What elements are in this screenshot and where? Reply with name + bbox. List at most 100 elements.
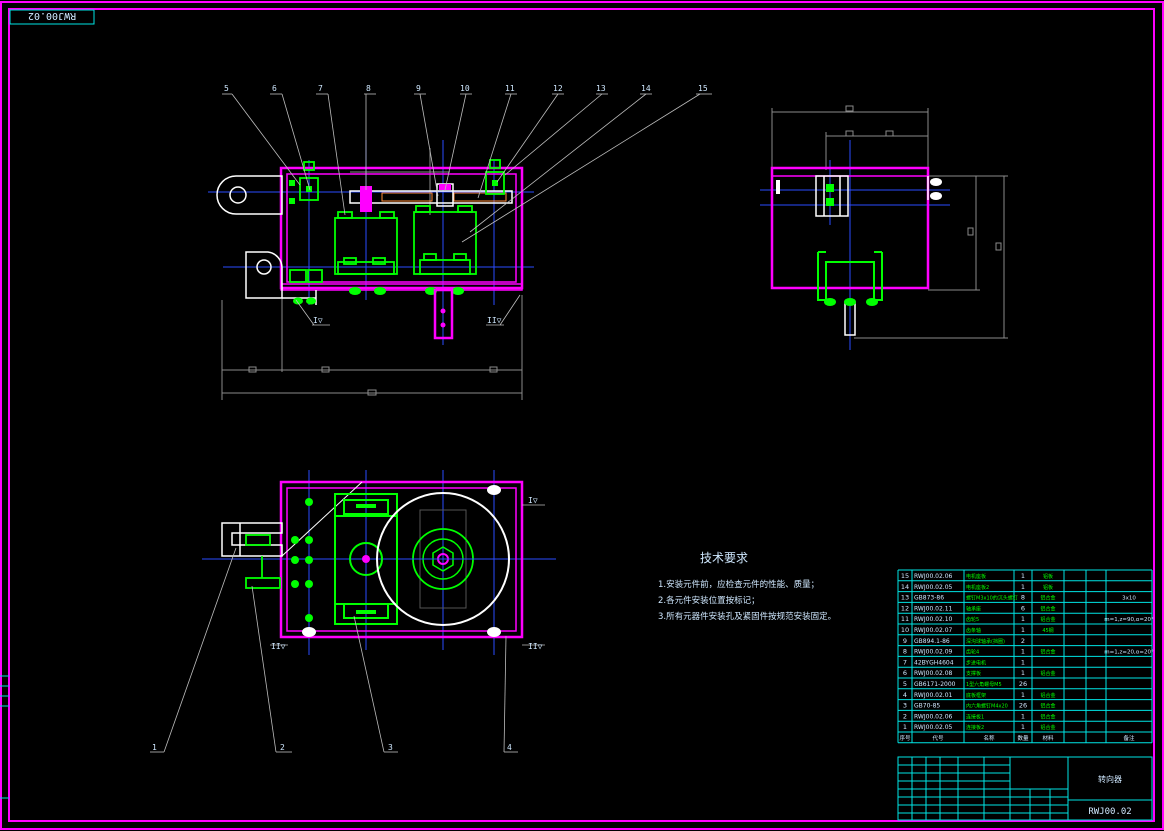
balloon-2: 2 (280, 743, 285, 752)
bom-cell-code: RWJ00.02.01 (914, 692, 953, 699)
title-block (897, 756, 1153, 821)
bom-cell-name: 连接板1 (966, 713, 984, 720)
corner-code-text: RWJ00.02 (28, 10, 76, 21)
balloon-3: 3 (388, 743, 393, 752)
tech-line-2: 2.各元件安装位置按标记； (658, 595, 760, 606)
bom-cell-name: 底板框架 (966, 692, 986, 699)
bom-cell-name: 深沟球轴承(挡圈) (966, 638, 1005, 645)
bom-header-cell: 备注 (1123, 734, 1135, 742)
section-mark-front-right: II▽ (487, 316, 502, 325)
bom-header-cell: 名称 (983, 734, 995, 742)
balloon-10: 10 (460, 84, 470, 93)
bom-cell-qty: 1 (1021, 648, 1025, 656)
top-housing-inner (286, 487, 517, 632)
bom-cell-code: RWJ00.02.07 (914, 627, 953, 634)
bom-cell-mat: 铝合金 (1040, 616, 1055, 623)
tech-requirements: 技术要求 1.安装元件前，应检查元件的性能、质量； 2.各元件安装位置按标记； … (658, 551, 836, 622)
bom-cell-name: 轴承座 (966, 605, 981, 612)
bom-header-cell: 代号 (932, 734, 944, 742)
bom-cell-code: GB873-86 (914, 595, 944, 602)
bom-cell-no: 5 (903, 680, 907, 688)
bom-cell-mat: 铝板 (1043, 573, 1053, 580)
title-block-code: RWJ00.02 (1088, 807, 1131, 817)
balloon-1: 1 (152, 743, 157, 752)
bom-cell-name: 步进电机 (966, 659, 986, 666)
section-mark-top-left: II▽ (271, 642, 286, 651)
bom-cell-mat: 铝合金 (1040, 724, 1055, 731)
side-view (760, 105, 1008, 350)
bom-cell-code: GB894.1-86 (914, 638, 950, 645)
balloon-7: 7 (318, 84, 323, 93)
bom-cell-code: RWJ00.02.06 (914, 573, 953, 580)
top-view: I▽ II▽ II▽ 1 2 3 4 (150, 470, 556, 753)
front-housing-outer (279, 166, 524, 290)
corner-code-box: RWJ00.02 (9, 9, 95, 25)
left-edge-marks (0, 675, 9, 799)
bom-cell-mat: 45钢 (1042, 627, 1053, 634)
front-leaders (222, 93, 712, 243)
bom-cell-code: RWJ00.02.05 (914, 584, 953, 591)
bom-cell-mat: 铝合金 (1040, 703, 1055, 710)
front-brackets (216, 175, 317, 305)
bom-cell-no: 11 (901, 615, 909, 623)
bom-cell-qty: 1 (1021, 572, 1025, 580)
balloon-12: 12 (553, 84, 563, 93)
balloon-6: 6 (272, 84, 277, 93)
bom-cell-qty: 1 (1021, 723, 1025, 731)
bom-cell-mat: 铝板 (1043, 584, 1053, 591)
bom-cell-note: 3x10 (1122, 596, 1136, 602)
bom-cell-code: RWJ00.02.05 (914, 724, 953, 731)
bom-header-cell: 序号 (899, 734, 911, 742)
bom-cell-qty: 1 (1021, 583, 1025, 591)
bom-cell-no: 6 (903, 669, 907, 677)
bom-cell-name: 内六角螺钉M4x20 (966, 703, 1008, 710)
rack-shaft (349, 183, 513, 212)
bom-cell-code: RWJ00.02.10 (914, 616, 953, 623)
bom-cell-no: 12 (901, 604, 909, 612)
bom-cell-code: GB6171-2000 (914, 681, 956, 688)
bom-cell-qty: 6 (1021, 604, 1025, 612)
bom-cell-qty: 1 (1021, 658, 1025, 666)
front-view: I▽ II▽ (208, 93, 712, 400)
bom-cell-mat: 铝合金 (1040, 670, 1055, 677)
bom-cell-no: 13 (901, 594, 909, 602)
bom-cell-qty: 1 (1021, 626, 1025, 634)
top-gear (376, 492, 510, 626)
bom-header-cell: 材料 (1042, 734, 1054, 742)
bom-cell-mat: 铝合金 (1040, 595, 1055, 602)
bom-cell-name: 齿轮5 (966, 616, 979, 623)
bom-cell-no: 2 (903, 712, 907, 720)
balloon-8: 8 (366, 84, 371, 93)
balloon-4: 4 (507, 743, 512, 752)
bom-cell-name: 1型六角螺母M5 (966, 681, 1002, 688)
tech-line-3: 3.所有元器件安装孔及紧固件按规范安装固定。 (658, 611, 836, 622)
bom-cell-name: 螺钉M3x10的沉头螺钉 (966, 595, 1018, 602)
section-mark-top-right: I▽ (528, 496, 538, 505)
bom-cell-qty: 26 (1019, 680, 1027, 688)
bom-cell-note: m=1,z=20,α=20° (1104, 650, 1154, 656)
bom-cell-code: 42BYGH4604 (914, 659, 954, 666)
bom-cell-no: 15 (901, 572, 909, 580)
bom-cell-qty: 1 (1021, 712, 1025, 720)
bom-cell-name: 支撑板 (966, 670, 981, 677)
balloon-15: 15 (698, 84, 708, 93)
bom-cell-qty: 26 (1019, 702, 1027, 710)
bom-cell-no: 14 (901, 583, 909, 591)
front-section-marks (295, 294, 521, 326)
bom-header-cell: 数量 (1017, 734, 1029, 742)
bom-cell-name: 齿轮4 (966, 649, 979, 656)
balloon-9: 9 (416, 84, 421, 93)
bom-cell-mat: 铝合金 (1040, 713, 1055, 720)
section-mark-top-right-lower: II▽ (528, 642, 543, 651)
bom-cell-qty: 1 (1021, 691, 1025, 699)
bom-cell-name: 连接板2 (966, 724, 984, 731)
bom-cell-code: RWJ00.02.09 (914, 649, 953, 656)
bom-cell-no: 10 (901, 626, 909, 634)
balloon-14: 14 (641, 84, 651, 93)
bom-cell-mat: 铝合金 (1040, 605, 1055, 612)
output-shaft (433, 288, 454, 340)
bom-cell-qty: 1 (1021, 669, 1025, 677)
bom-cell-name: 齿条轴 (966, 627, 981, 634)
